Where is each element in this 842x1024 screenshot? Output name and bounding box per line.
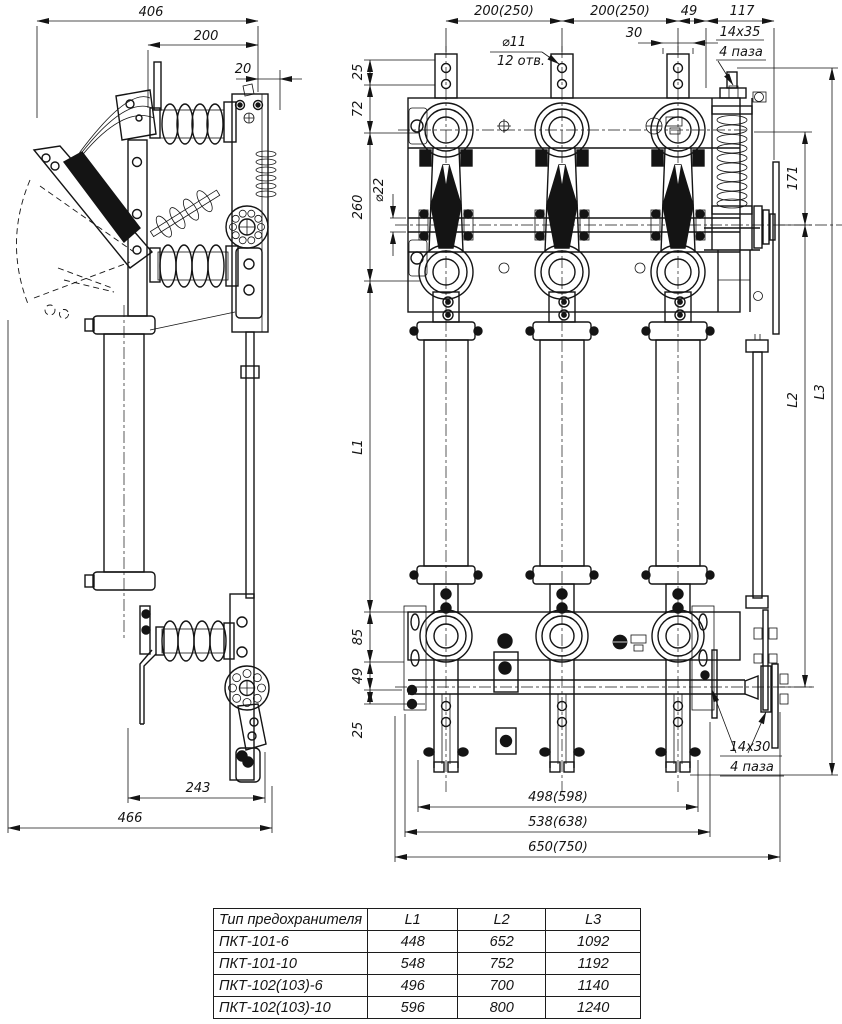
- table-row: ПКТ-101-10 548 752 1192: [212, 952, 642, 975]
- value-l2: 652: [457, 930, 547, 953]
- dim-171: 171: [786, 166, 801, 191]
- value-l3: 1192: [545, 952, 642, 975]
- dim-dia11: ⌀11: [502, 35, 526, 50]
- table-header-l3: L3: [545, 908, 642, 931]
- drive-shaft-handle: [744, 609, 789, 749]
- dim-slot-note-bot: 4 паза: [730, 760, 774, 775]
- dim-L3: L3: [813, 384, 828, 400]
- value-l2: 800: [457, 996, 547, 1019]
- dimension-labels: 406 200 20 243 466 200(250) 200(250) 49 …: [118, 4, 828, 855]
- dim-243: 243: [186, 781, 211, 796]
- open-position-ghost: [16, 179, 135, 319]
- side-view-fuse-tube: [84, 305, 260, 640]
- dim-L2: L2: [786, 392, 801, 408]
- table-header-l1: L1: [367, 908, 459, 931]
- dim-466: 466: [118, 811, 143, 826]
- dim-498: 498(598): [528, 790, 588, 805]
- fuse-type: ПКТ-102(103)-10: [212, 996, 369, 1019]
- value-l3: 1092: [545, 930, 642, 953]
- knife-blade: [62, 151, 141, 244]
- table-header-l2: L2: [457, 908, 547, 931]
- front-view-drive-mechanism: [704, 71, 780, 609]
- dim-12-holes: 12 отв.: [497, 54, 545, 69]
- fuse-type: ПКТ-101-6: [212, 930, 369, 953]
- drive-spring: [716, 115, 748, 209]
- dim-span2: 200(250): [590, 4, 650, 19]
- lower-insulator: [149, 244, 239, 288]
- dim-30: 30: [626, 26, 643, 41]
- marking-symbol-top: [645, 116, 683, 135]
- dim-200: 200: [194, 29, 219, 44]
- dim-650: 650(750): [528, 840, 588, 855]
- dim-538: 538(638): [528, 815, 588, 830]
- fuse-dimensions-table: Тип предохранителя L1 L2 L3 ПКТ-101-6 44…: [212, 908, 642, 1019]
- blade-spring: [255, 150, 277, 198]
- value-l1: 548: [367, 952, 459, 975]
- dim-L1: L1: [351, 439, 366, 455]
- dim-20: 20: [235, 62, 252, 77]
- table-row: ПКТ-102(103)-6 496 700 1140: [212, 974, 642, 997]
- dim-260: 260: [351, 195, 366, 220]
- front-view: [395, 45, 842, 793]
- dim-406: 406: [139, 5, 164, 20]
- table-row: ПКТ-101-6 448 652 1092: [212, 930, 642, 953]
- dimension-lines: [7, 18, 838, 862]
- value-l2: 700: [457, 974, 547, 997]
- front-view-top-frame: [395, 97, 842, 313]
- dim-72: 72: [351, 101, 366, 118]
- front-view-bottom-frame: [395, 605, 814, 755]
- dim-49-top: 49: [681, 4, 698, 19]
- side-view: [16, 61, 277, 783]
- value-l1: 496: [367, 974, 459, 997]
- value-l1: 596: [367, 996, 459, 1019]
- dim-slot-note-top: 4 паза: [719, 45, 763, 60]
- upper-insulator: [149, 101, 237, 145]
- dim-85: 85: [351, 629, 366, 646]
- fuse-type: ПКТ-102(103)-6: [212, 974, 369, 997]
- fuse-type: ПКТ-101-10: [212, 952, 369, 975]
- table-header-type: Тип предохранителя: [212, 908, 369, 931]
- table-header-row: Тип предохранителя L1 L2 L3: [212, 908, 642, 931]
- dim-49-bot: 49: [351, 668, 366, 685]
- marking-symbol-bottom: [612, 634, 647, 652]
- dim-slot-14x35: 14x35: [720, 25, 761, 40]
- value-l1: 448: [367, 930, 459, 953]
- dim-dia22: ⌀22: [372, 178, 387, 202]
- side-view-switch-mechanism: [16, 61, 277, 333]
- value-l3: 1140: [545, 974, 642, 997]
- dim-slot-14x30: 14x30: [730, 740, 771, 755]
- pull-rod-insulator: [149, 189, 221, 238]
- dim-25-bot: 25: [351, 722, 366, 739]
- table-row: ПКТ-102(103)-10 596 800 1240: [212, 996, 642, 1019]
- side-view-lower-assembly: [139, 593, 270, 783]
- dim-117: 117: [730, 4, 756, 19]
- value-l3: 1240: [545, 996, 642, 1019]
- dim-span1: 200(250): [474, 4, 534, 19]
- value-l2: 752: [457, 952, 547, 975]
- dim-25-top: 25: [351, 64, 366, 81]
